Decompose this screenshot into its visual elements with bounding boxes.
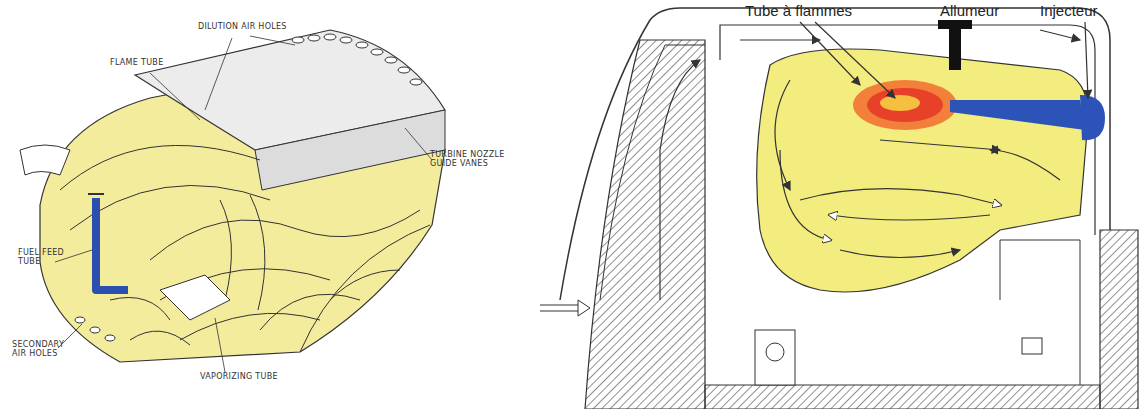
right-section bbox=[540, 8, 1138, 409]
part-label: DILUTION AIR HOLES bbox=[198, 22, 308, 31]
part-label: FLAME TUBE bbox=[110, 58, 180, 67]
part-label: FUEL FEED TUBE bbox=[18, 248, 70, 266]
leader-lines bbox=[800, 22, 1088, 98]
leader-lines bbox=[55, 36, 432, 372]
part-label: Allumeur bbox=[940, 2, 999, 19]
part-label: Injecteur bbox=[1040, 2, 1098, 19]
part-label: SECONDARY AIR HOLES bbox=[12, 340, 72, 358]
part-label: VAPORIZING TUBE bbox=[200, 372, 310, 381]
left-cutaway bbox=[20, 30, 445, 362]
part-label: Tube à flammes bbox=[745, 2, 852, 19]
part-label: TURBINE NOZZLE GUIDE VANES bbox=[430, 150, 510, 168]
